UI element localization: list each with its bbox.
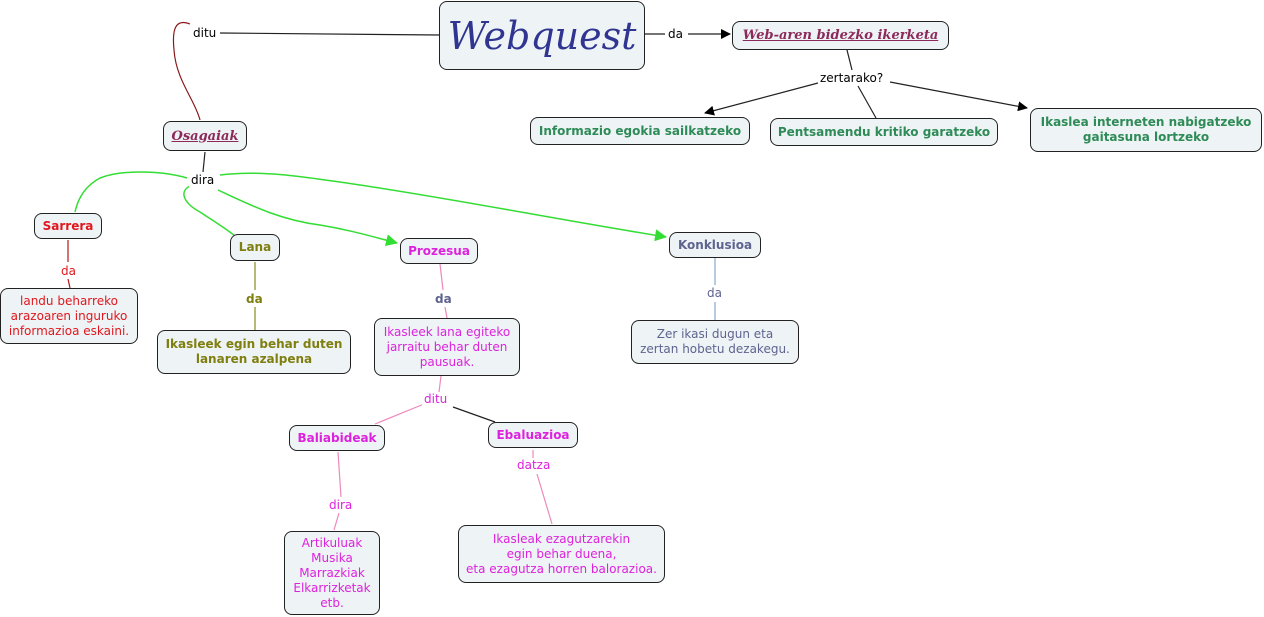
- link-zertarako-navigation: [889, 81, 1028, 112]
- node-ebaluazioa[interactable]: Ebaluazioa: [488, 422, 578, 448]
- node-konklusioa[interactable]: Konklusioa: [669, 232, 761, 258]
- link-prozesua-da: [439, 263, 444, 291]
- node-lana-desc[interactable]: Ikasleek egin behar duten lanaren azalpe…: [157, 330, 351, 374]
- link-osagaiak-dira: [202, 151, 206, 173]
- link-da-sarreradesc: [67, 278, 71, 289]
- konklusioa-desc-text: Zer ikasi dugun eta zertan hobetu dezake…: [640, 327, 790, 356]
- link-label-datza-ebaluazioa: datza: [515, 458, 553, 472]
- link-label-zertarako: zertarako?: [818, 71, 886, 85]
- ebaluazioa-desc-text: Ikasleak ezagutzarekin egin behar duena,…: [466, 531, 657, 576]
- node-ebaluazioa-desc[interactable]: Ikasleak ezagutzarekin egin behar duena,…: [458, 525, 665, 583]
- link-baliabideak-dira: [337, 451, 342, 498]
- link-label-da-konklusioa: da: [705, 286, 724, 300]
- link-ditu-osagaiak: [172, 21, 201, 121]
- link-label-da-prozesua: da: [433, 292, 454, 306]
- link-zertarako-critical: [857, 85, 877, 119]
- link-label-da-sarrera: da: [59, 264, 78, 278]
- lana-desc-text: Ikasleek egin behar duten lanaren azalpe…: [165, 337, 343, 366]
- link-webresearch-zertarako: [846, 49, 853, 71]
- node-critical-thinking[interactable]: Pentsamendu kritiko garatzeko: [770, 118, 998, 146]
- node-web-research[interactable]: Web-aren bidezko ikerketa: [732, 21, 949, 50]
- konklusioa-text: Konklusioa: [677, 237, 753, 252]
- node-prozesua-desc[interactable]: Ikasleek lana egiteko jarraitu behar dut…: [374, 318, 520, 376]
- critical-thinking-text: Pentsamendu kritiko garatzeko: [777, 124, 991, 139]
- webquest-title: Webquest: [447, 13, 637, 58]
- node-osagaiak[interactable]: Osagaiak: [163, 121, 247, 151]
- prozesua-text: Prozesua: [408, 243, 470, 258]
- node-baliabideak-desc[interactable]: Artikuluak Musika Marrazkiak Elkarrizket…: [284, 531, 380, 615]
- link-webquest-ditu: [219, 32, 441, 36]
- node-lana[interactable]: Lana: [230, 234, 280, 261]
- baliabideak-text: Baliabideak: [297, 430, 377, 445]
- link-label-ditu-prozesua: ditu: [422, 392, 450, 406]
- web-research-title: Web-aren bidezko ikerketa: [742, 28, 939, 43]
- node-konklusioa-desc[interactable]: Zer ikasi dugun eta zertan hobetu dezake…: [631, 320, 799, 364]
- node-info-sort[interactable]: Informazio egokia sailkatzeko: [530, 117, 750, 145]
- navigation-text: Ikaslea interneten nabigatzeko gaitasuna…: [1040, 115, 1252, 144]
- link-label-dira-main: dira: [189, 173, 217, 187]
- link-dira-prozesua: [217, 189, 398, 247]
- baliabideak-desc-text: Artikuluak Musika Marrazkiak Elkarrizket…: [293, 535, 371, 610]
- node-sarrera[interactable]: Sarrera: [34, 213, 102, 239]
- link-zertarako-info: [704, 82, 819, 116]
- link-ditu-baliabideak: [374, 403, 425, 425]
- node-navigation[interactable]: Ikaslea interneten nabigatzeko gaitasuna…: [1030, 108, 1262, 152]
- link-label-dira-baliabideak: dira: [327, 498, 355, 512]
- ebaluazioa-text: Ebaluazioa: [496, 427, 570, 442]
- link-ditu-ebaluazioa: [452, 406, 496, 423]
- link-dira-sarrera: [74, 171, 188, 213]
- sarrera-desc-text: landu beharreko arazoaren inguruko infor…: [8, 293, 130, 338]
- node-webquest[interactable]: Webquest: [439, 1, 645, 70]
- link-datza-ebaluazioadesc: [536, 473, 553, 525]
- link-dira-lana: [183, 185, 236, 237]
- node-prozesua[interactable]: Prozesua: [400, 238, 478, 264]
- link-prozesuadesc-ditu: [438, 375, 442, 393]
- link-dira-konklusioa: [219, 172, 667, 242]
- info-sort-text: Informazio egokia sailkatzeko: [538, 123, 742, 138]
- node-sarrera-desc[interactable]: landu beharreko arazoaren inguruko infor…: [0, 288, 138, 344]
- node-baliabideak[interactable]: Baliabideak: [289, 425, 385, 451]
- prozesua-desc-text: Ikasleek lana egiteko jarraitu behar dut…: [383, 324, 511, 369]
- link-label-da-top: da: [666, 27, 685, 41]
- sarrera-text: Sarrera: [42, 218, 94, 233]
- link-dira-baliabideakdesc: [333, 512, 340, 531]
- link-label-da-lana: da: [244, 292, 265, 306]
- link-label-ditu-top: ditu: [191, 26, 219, 40]
- osagaiak-title: Osagaiak: [171, 128, 239, 144]
- link-da-prozesuadesc: [444, 306, 448, 319]
- lana-text: Lana: [238, 240, 272, 254]
